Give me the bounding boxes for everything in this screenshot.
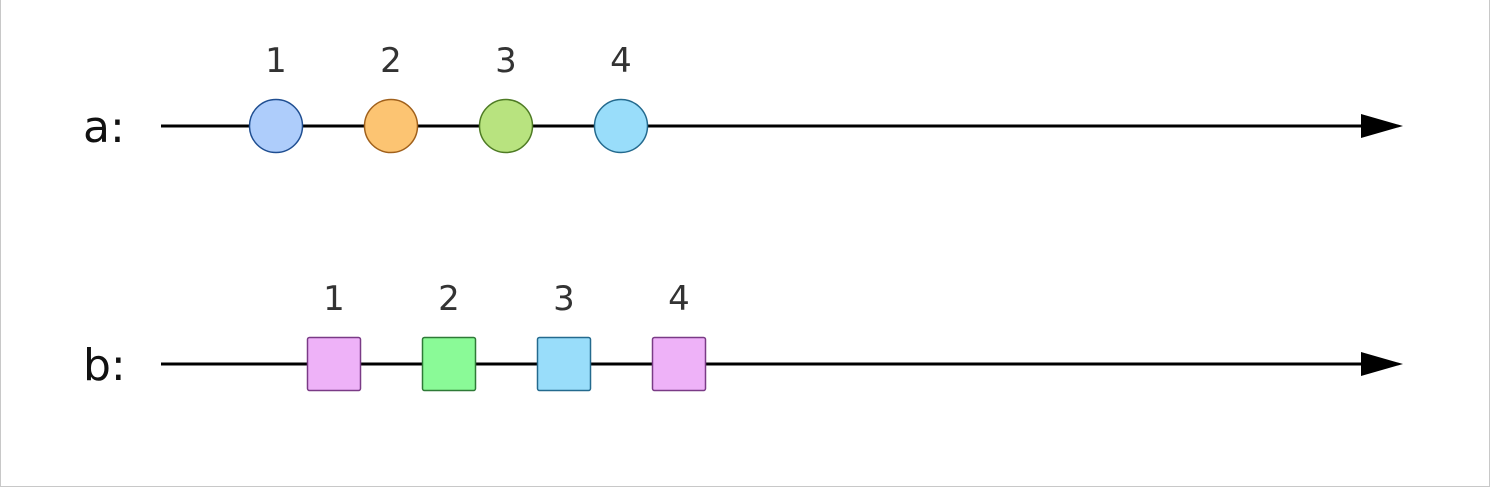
marble-square xyxy=(651,336,707,392)
marble-value-label: 4 xyxy=(610,41,632,81)
marble-circle xyxy=(478,98,534,154)
marble-value-label: 3 xyxy=(495,41,517,81)
marble-value-label: 4 xyxy=(668,279,690,319)
marble-square xyxy=(421,336,477,392)
stream-label: b: xyxy=(83,340,126,391)
marble-circle xyxy=(363,98,419,154)
timeline-arrowhead xyxy=(1361,114,1403,138)
stream-a: a: 1 2 3 4 xyxy=(83,41,1403,154)
stream-label: a: xyxy=(83,102,125,153)
timeline-arrowhead xyxy=(1361,352,1403,376)
marble-value-label: 2 xyxy=(380,41,402,81)
marble-value-label: 3 xyxy=(553,279,575,319)
marble-square xyxy=(306,336,362,392)
marble-value-label: 2 xyxy=(438,279,460,319)
marble-square xyxy=(536,336,592,392)
marble-value-label: 1 xyxy=(323,279,345,319)
marble-circle xyxy=(593,98,649,154)
marble-circle xyxy=(248,98,304,154)
marble-value-label: 1 xyxy=(265,41,287,81)
stream-b: b: 1 2 3 4 xyxy=(83,279,1403,392)
